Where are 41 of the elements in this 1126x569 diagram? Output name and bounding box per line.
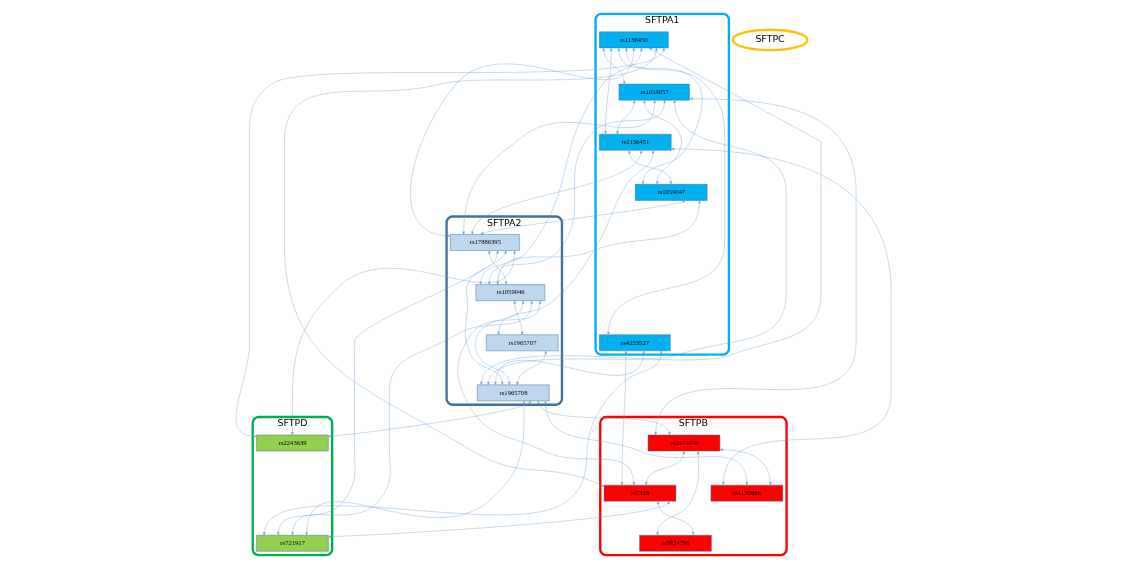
arrow — [493, 350, 645, 386]
arrow — [497, 150, 654, 335]
arrow — [515, 350, 547, 386]
arrow — [474, 300, 524, 386]
arrow — [461, 100, 656, 235]
arrow — [290, 250, 516, 436]
arrow — [496, 200, 701, 285]
arrow — [615, 100, 635, 135]
arrow — [457, 300, 635, 486]
arrow — [409, 47, 635, 238]
arrow — [479, 200, 686, 235]
arrow — [479, 47, 821, 386]
arrow — [327, 400, 531, 438]
arrow — [290, 300, 533, 536]
arrow — [644, 450, 685, 486]
arrow — [603, 47, 612, 135]
arrow — [479, 47, 642, 285]
arrow — [470, 150, 642, 235]
arrow — [656, 501, 694, 536]
arrow — [543, 400, 748, 486]
arrow — [642, 100, 682, 185]
node-ellipse: SFTPC — [731, 28, 809, 52]
arrow — [606, 47, 725, 335]
arrow — [602, 47, 625, 85]
arrow — [464, 250, 503, 386]
arrow — [513, 300, 523, 335]
arrow — [653, 97, 856, 436]
arrow — [487, 250, 507, 285]
arrow — [719, 448, 772, 486]
arrow — [670, 147, 891, 486]
arrow — [487, 100, 666, 285]
arrow — [305, 400, 525, 536]
arrow — [537, 400, 671, 436]
arrow — [620, 350, 627, 486]
arrow — [656, 450, 699, 536]
arrow — [276, 250, 506, 536]
arrow — [327, 501, 670, 538]
arrow — [235, 47, 665, 438]
arrow — [627, 150, 672, 185]
arrow — [283, 47, 658, 487]
arrow — [262, 350, 662, 536]
